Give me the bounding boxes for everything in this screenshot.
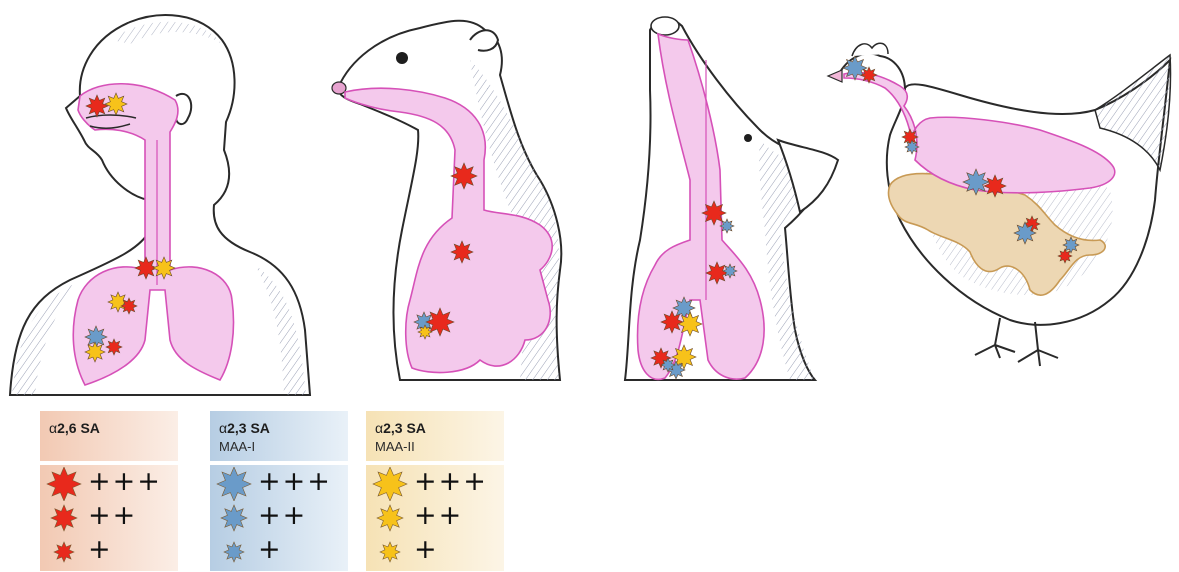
- legend-body: +++ ++ +: [210, 465, 348, 571]
- blue-star-large-icon: [210, 467, 258, 501]
- legend-header: α2,3 SA MAA-I: [210, 411, 348, 461]
- legend-row-high: +++: [210, 467, 348, 501]
- blue-star-marker: [843, 56, 867, 80]
- blue-star-marker: [1014, 222, 1036, 244]
- yellow-star-small-icon: [366, 535, 414, 569]
- red-star-marker: [86, 95, 108, 117]
- pig-snout: [651, 17, 679, 35]
- red-star-marker: [984, 175, 1006, 197]
- yellow-star-marker: [153, 257, 175, 279]
- human-figure: [10, 15, 310, 395]
- level-label: ++: [88, 499, 137, 533]
- chicken-comb: [852, 43, 888, 56]
- legend-alpha26-sa: α2,6 SA +++ ++ +: [40, 411, 178, 571]
- red-star-marker: [661, 311, 683, 333]
- alpha-symbol: α: [219, 420, 227, 436]
- legend-alpha23-sa-maa-i: α2,3 SA MAA-I +++ ++ +: [210, 411, 348, 571]
- red-star-marker: [106, 339, 122, 355]
- level-label: ++: [414, 499, 463, 533]
- level-label: +++: [258, 465, 332, 499]
- level-label: +++: [414, 465, 488, 499]
- legend-header: α2,3 SA MAA-II: [366, 411, 504, 461]
- respiratory-tract-diagram: [0, 0, 1179, 400]
- legend-title-text: 2,6 SA: [57, 420, 100, 436]
- legend-row-low: +: [40, 535, 178, 569]
- pig-figure: [625, 17, 838, 380]
- ferret-nose: [332, 82, 346, 94]
- legend-row-mid: ++: [210, 501, 348, 535]
- legend-subtitle: MAA-I: [219, 439, 255, 454]
- level-label: +: [414, 533, 439, 567]
- red-star-large-icon: [40, 467, 88, 501]
- level-label: ++: [258, 499, 307, 533]
- red-star-marker: [121, 298, 137, 314]
- level-label: +++: [88, 465, 162, 499]
- legend-subtitle: MAA-II: [375, 439, 415, 454]
- blue-star-marker: [720, 219, 734, 233]
- blue-star-marker: [723, 264, 737, 278]
- yellow-star-marker: [418, 325, 432, 339]
- blue-star-medium-icon: [210, 501, 258, 535]
- legend-title: α2,6 SA: [49, 420, 100, 436]
- legend-row-mid: ++: [366, 501, 504, 535]
- pig-eye: [744, 134, 752, 142]
- red-star-medium-icon: [40, 501, 88, 535]
- yellow-star-marker: [105, 93, 127, 115]
- legend-alpha23-sa-maa-ii: α2,3 SA MAA-II +++ ++ +: [366, 411, 504, 571]
- blue-star-small-icon: [210, 535, 258, 569]
- blue-star-marker: [661, 358, 675, 372]
- yellow-star-large-icon: [366, 467, 414, 501]
- red-star-marker: [451, 241, 473, 263]
- legend-row-mid: ++: [40, 501, 178, 535]
- legend-row-low: +: [210, 535, 348, 569]
- legend-row-high: +++: [40, 467, 178, 501]
- chicken-beak: [828, 70, 842, 82]
- red-star-small-icon: [40, 535, 88, 569]
- red-star-marker: [451, 163, 477, 189]
- chicken-figure: [828, 43, 1171, 366]
- yellow-star-marker: [85, 342, 105, 362]
- blue-star-marker: [963, 169, 989, 195]
- legend-title: α2,3 SA: [219, 420, 270, 436]
- ferret-eye: [396, 52, 408, 64]
- yellow-star-medium-icon: [366, 501, 414, 535]
- legend-title: α2,3 SA: [375, 420, 426, 436]
- legend-body: +++ ++ +: [40, 465, 178, 571]
- level-label: +: [88, 533, 113, 567]
- legend-body: +++ ++ +: [366, 465, 504, 571]
- legend-row-low: +: [366, 535, 504, 569]
- red-star-marker: [861, 67, 877, 83]
- level-label: +: [258, 533, 283, 567]
- red-star-marker: [706, 262, 728, 284]
- alpha-symbol: α: [49, 420, 57, 436]
- blue-star-marker: [905, 140, 919, 154]
- alpha-symbol: α: [375, 420, 383, 436]
- yellow-star-marker: [678, 312, 702, 336]
- legend-title-text: 2,3 SA: [227, 420, 270, 436]
- legend-row-high: +++: [366, 467, 504, 501]
- legend-header: α2,6 SA: [40, 411, 178, 461]
- legend-title-text: 2,3 SA: [383, 420, 426, 436]
- red-star-marker: [1058, 249, 1072, 263]
